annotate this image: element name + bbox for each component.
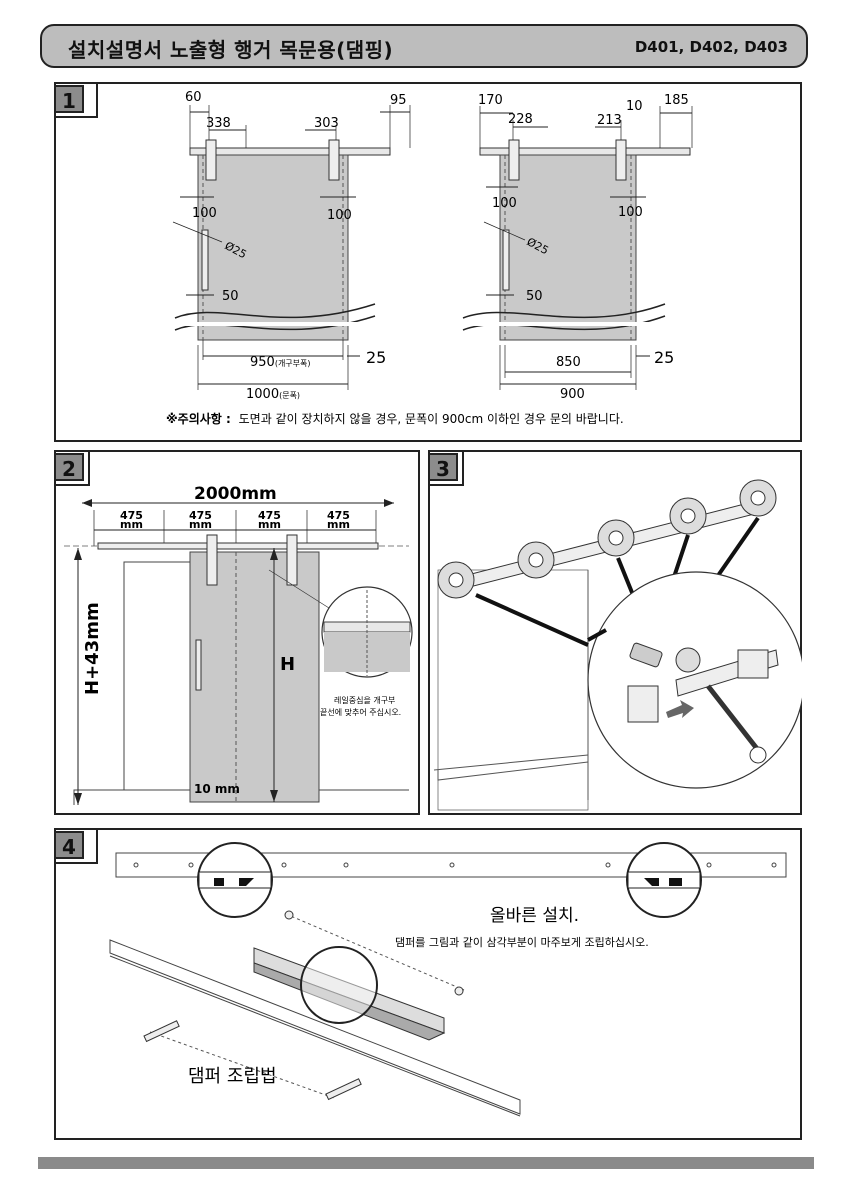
panel-3-badge: 3 [428, 453, 458, 481]
panel-1-badge: 1 [54, 85, 84, 113]
page-title: 설치설명서 노출형 행거 목문용(댐핑) [68, 38, 394, 62]
right-dim-185: 185 [664, 93, 689, 108]
left-dim-303: 303 [314, 116, 339, 131]
page-header: 설치설명서 노출형 행거 목문용(댐핑) D401, D402, D403 [40, 24, 808, 68]
left-dim-95: 95 [390, 93, 407, 108]
correct-install-desc: 댐퍼를 그림과 같이 삼각부분이 마주보게 조립하십시오. [395, 935, 649, 949]
panel-1-note: ※주의사항 : 도면과 같이 장치하지 않을 경우, 문폭이 900cm 이하인… [166, 411, 624, 426]
left-opening-width: 950(개구부폭) [250, 355, 311, 370]
right-door [499, 154, 637, 341]
panel-3-corner [428, 450, 464, 486]
segment-2-unit: mm [189, 518, 212, 531]
right-hanger-2 [615, 139, 627, 181]
height-outer-label: H+43mm [82, 602, 103, 695]
right-handle-offset: 50 [526, 289, 543, 304]
segment-4: 475 [327, 509, 350, 522]
left-hanger-2 [328, 139, 340, 181]
panel-2-drawing: 2000mm 475 mm 475 mm 475 mm 475 mm H+43m… [64, 484, 413, 805]
right-hanger-1 [508, 139, 520, 181]
panel-1 [54, 82, 802, 442]
panel-2-door [189, 551, 320, 803]
right-side-100-b: 100 [618, 205, 643, 220]
height-inner-label: H [280, 654, 295, 675]
panel-1-corner [54, 82, 98, 118]
panel-2-corner [54, 450, 90, 486]
panel-1-drawing: 60 338 303 95 100 100 Ø25 50 950(개구부폭) 2… [166, 90, 693, 426]
left-handle [201, 229, 209, 291]
left-door-diagram: 60 338 303 95 100 100 Ø25 50 950(개구부폭) 2… [172, 90, 411, 402]
right-side-100-a: 100 [492, 196, 517, 211]
left-dim-60: 60 [185, 90, 202, 105]
left-door [197, 154, 349, 341]
left-handle-offset: 50 [222, 289, 239, 304]
model-numbers: D401, D402, D403 [634, 38, 788, 56]
right-break-line [462, 303, 666, 319]
footer-bar [38, 1157, 814, 1169]
right-gap: 25 [654, 348, 674, 367]
segment-2: 475 [189, 509, 212, 522]
segment-3: 475 [258, 509, 281, 522]
segment-3-unit: mm [258, 518, 281, 531]
panel-4-drawing: 올바른 설치. 댐퍼를 그림과 같이 삼각부분이 마주보게 조립하십시오. 댐퍼… [109, 842, 787, 1117]
damper-detail-center [300, 946, 378, 1024]
angled-rail [109, 939, 521, 1115]
right-dim-170: 170 [478, 93, 503, 108]
panel-2-badge: 2 [54, 453, 84, 481]
left-side-100-b: 100 [327, 208, 352, 223]
left-rail [189, 147, 391, 156]
panel-2-rail [97, 542, 379, 550]
damper-assembly-title: 댐퍼 조립법 [188, 1066, 277, 1087]
right-door-width: 900 [560, 387, 585, 402]
right-dim-228: 228 [508, 112, 533, 127]
panel-2-handle [195, 639, 202, 691]
left-dim-338: 338 [206, 116, 231, 131]
panel-2-note-line1: 레일중심을 개구부 [334, 695, 395, 705]
panel-3-drawing [433, 479, 802, 811]
segment-4-unit: mm [327, 518, 350, 531]
panel-4-corner [54, 828, 98, 864]
left-hanger-1 [205, 139, 217, 181]
right-handle [502, 229, 510, 291]
left-gap: 25 [366, 348, 386, 367]
bottom-gap-label: 10 mm [194, 782, 240, 796]
segment-1: 475 [120, 509, 143, 522]
left-break-line [174, 303, 376, 319]
left-door-width: 1000(문폭) [246, 387, 300, 402]
correct-install-title: 올바른 설치. [490, 906, 579, 926]
left-side-100-a: 100 [192, 206, 217, 221]
right-dim-10: 10 [626, 99, 643, 114]
right-opening-width: 850 [556, 355, 581, 370]
panel-2-note-line2: 끝선에 맞추어 주십시오. [320, 707, 401, 717]
segment-1-unit: mm [120, 518, 143, 531]
panel-4-badge: 4 [54, 831, 84, 859]
right-dim-213: 213 [597, 113, 622, 128]
right-door-diagram: 170 228 213 10 185 100 100 Ø25 50 850 25… [462, 93, 693, 402]
rail-total-length: 2000mm [194, 484, 277, 504]
